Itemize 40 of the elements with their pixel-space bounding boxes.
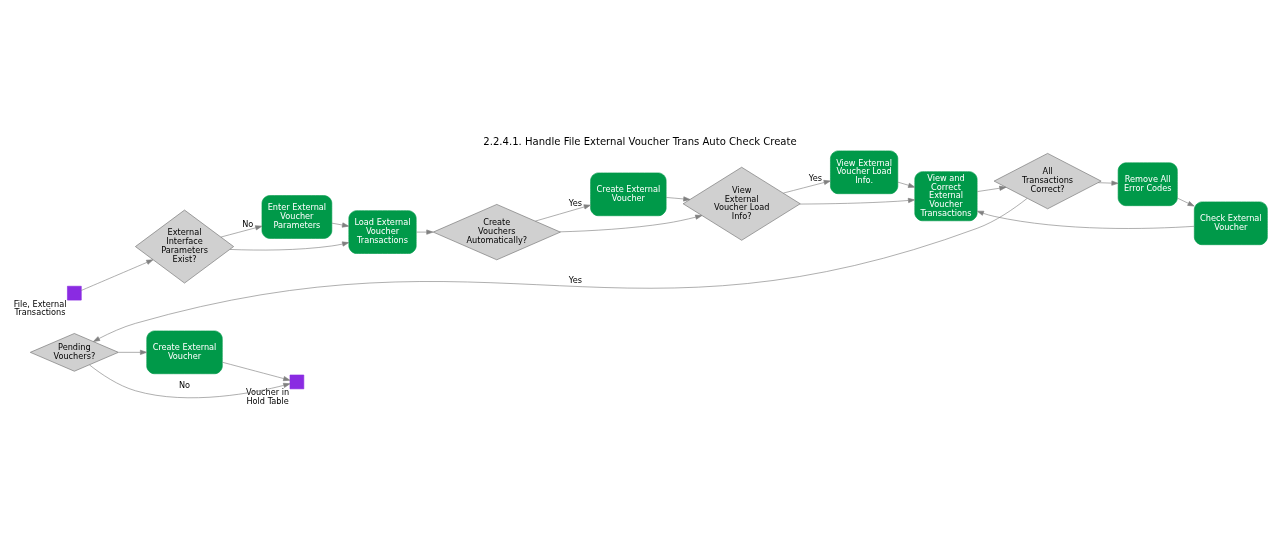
node-box: Remove All Error Codes <box>1117 162 1178 206</box>
node-diamond: All Transactions Correct? <box>993 152 1102 209</box>
node-box: Enter External Voucher Parameters <box>261 194 333 239</box>
arrow <box>897 181 916 188</box>
node-box: View and Correct External Voucher Transactions <box>914 170 978 221</box>
node-diamond: External Interface Parameters Exist? <box>135 209 234 283</box>
node-box: Create External Voucher <box>590 172 667 216</box>
arrow <box>1177 197 1195 206</box>
node-diamond: Create Vouchers Automatically? <box>432 203 561 260</box>
node-box: Check External Voucher <box>1194 201 1268 245</box>
node-box <box>67 285 82 300</box>
arrow <box>229 241 350 250</box>
arrow <box>331 222 349 228</box>
diagram-title: 2.2.4.1. Handle File External Voucher Trans Auto Check Create <box>483 135 797 147</box>
arrow <box>559 214 703 232</box>
arrow <box>976 185 1007 192</box>
arrow <box>799 197 915 204</box>
edge-label: Yes <box>568 274 583 285</box>
arrow <box>416 229 434 235</box>
arrow <box>976 210 1195 229</box>
arrow <box>534 203 591 221</box>
arrow <box>666 195 691 201</box>
node-box <box>289 374 305 389</box>
arrow <box>89 364 291 398</box>
edge-label: No <box>178 379 191 390</box>
arrow <box>1097 180 1119 186</box>
arrow <box>118 349 147 355</box>
arrow <box>81 259 154 291</box>
node-label: Voucher in Hold Table <box>246 386 290 406</box>
edge-label: No <box>242 218 254 229</box>
node-label: File, External Transactions <box>13 298 67 317</box>
edge-label: Yes <box>808 172 822 183</box>
arrow <box>222 361 291 381</box>
arrow <box>93 197 1028 342</box>
edge-label: Yes <box>568 197 583 208</box>
arrow <box>220 224 263 237</box>
node-box: Load External Voucher Transactions <box>348 209 417 254</box>
node-box: View External Voucher Load Info. <box>830 150 899 194</box>
arrow <box>783 179 831 193</box>
node-box: Create External Voucher <box>146 330 223 374</box>
